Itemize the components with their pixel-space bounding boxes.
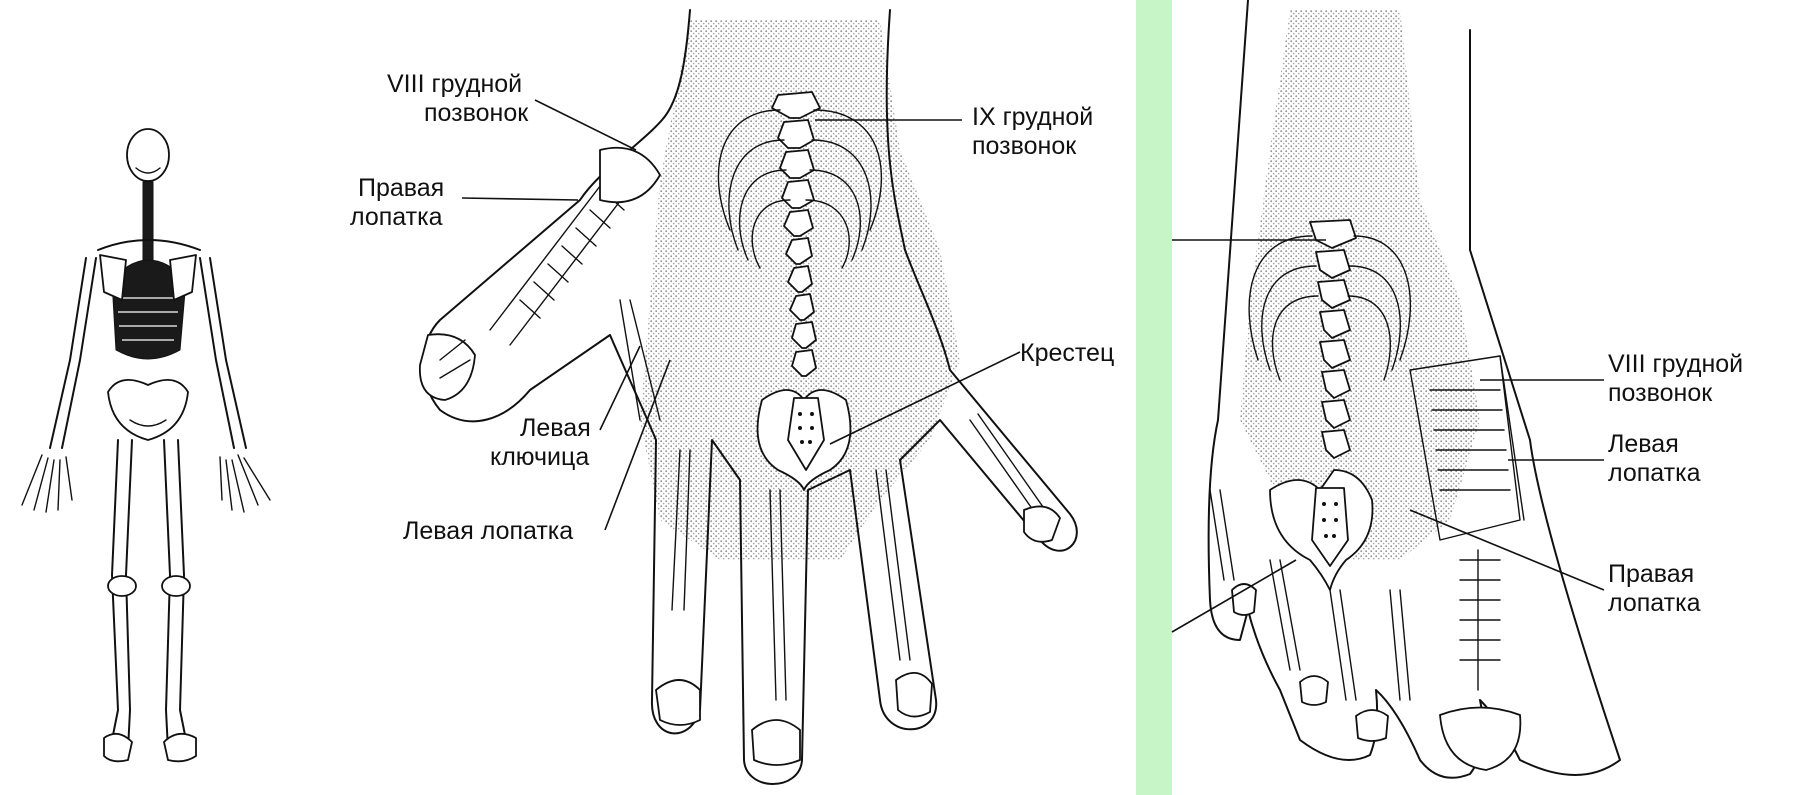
label-left-scapula-foot-line2: лопатка (1608, 459, 1701, 487)
label-left-clavicle-hand-line2: ключица (490, 443, 589, 471)
label-viii-thoracic-hand-line2: позвонок (424, 99, 529, 127)
label-right-scapula-hand-line1: Правая (358, 174, 444, 202)
label-right-scapula-hand-line2: лопатка (350, 203, 443, 231)
label-sacrum-hand: Крестец (1020, 339, 1114, 367)
label-viii-thoracic-foot-line1: VIII грудной (1608, 350, 1743, 378)
label-left-scapula-foot-line1: Левая (1608, 430, 1679, 458)
label-ix-thoracic-hand-line1: IX грудной (972, 103, 1093, 131)
label-left-scapula-hand: Левая лопатка (403, 517, 573, 545)
label-right-scapula-foot-line2: лопатка (1608, 589, 1701, 617)
label-viii-thoracic-foot-line2: позвонок (1608, 379, 1713, 407)
label-viii-thoracic-hand-line1: VIII грудной (387, 70, 522, 98)
label-left-clavicle-hand-line1: Левая (520, 414, 591, 442)
label-right-scapula-foot-line1: Правая (1608, 560, 1694, 588)
label-ix-thoracic-hand-line2: позвонок (972, 132, 1077, 160)
